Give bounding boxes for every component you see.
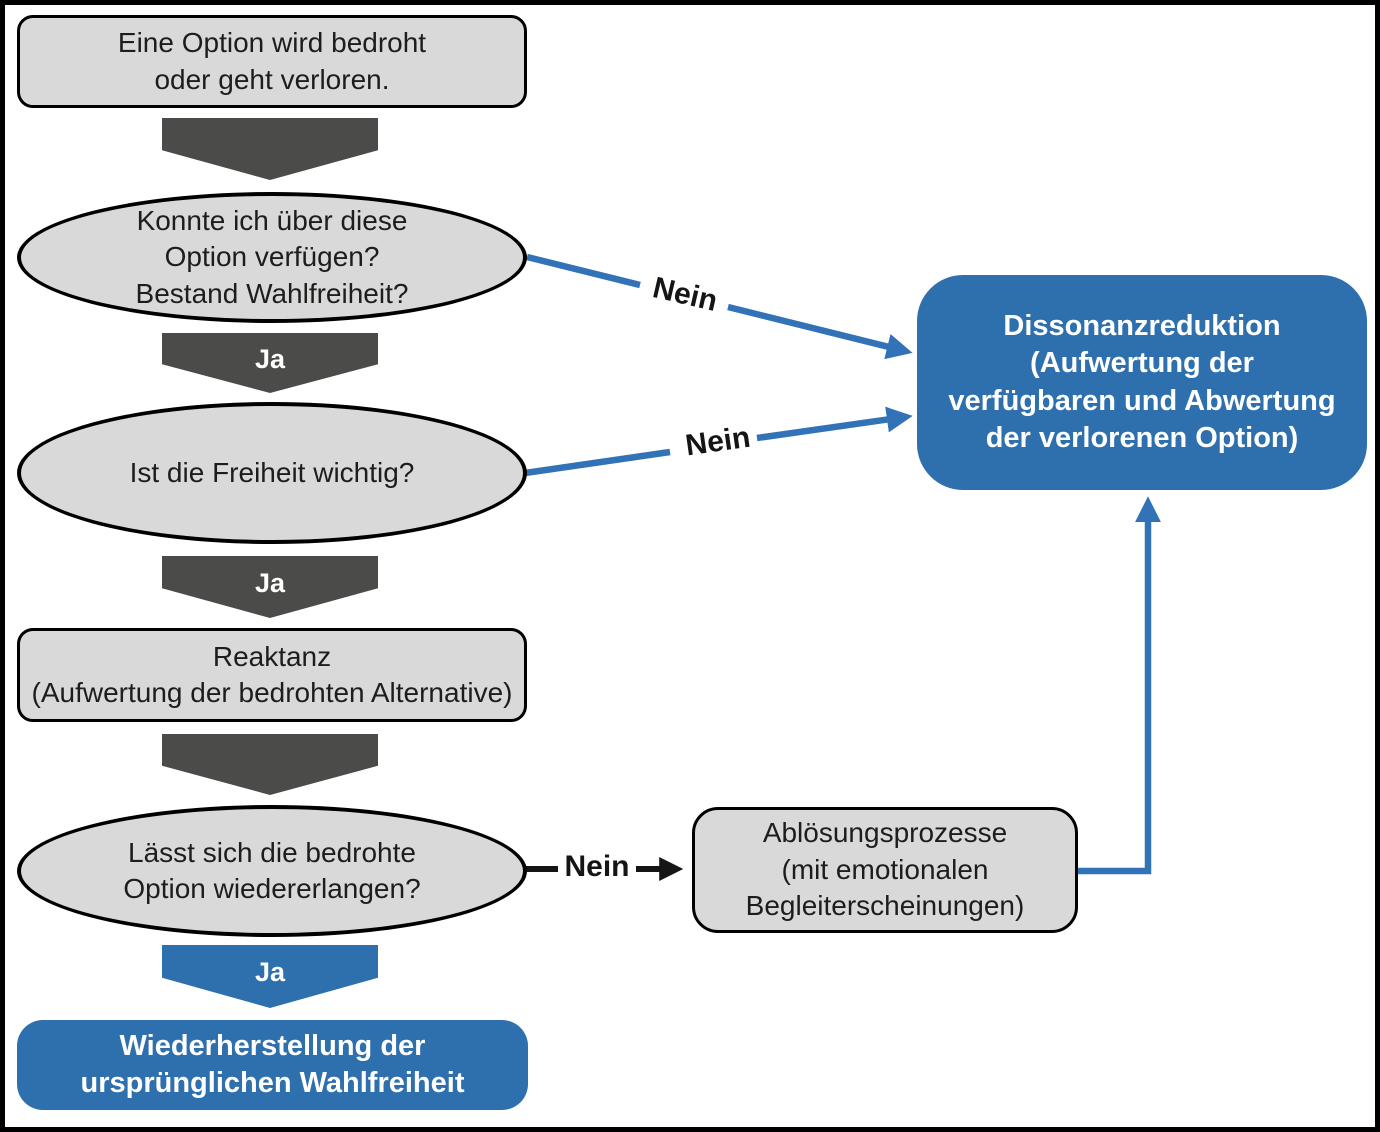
node-dissonanzreduktion: Dissonanzreduktion (Aufwertung der verfü… — [917, 275, 1367, 490]
node-wiederherstellung-line: ursprünglichen Wahlfreiheit — [80, 1067, 465, 1099]
connector-abloesung-to-dissonanz — [1078, 496, 1161, 875]
node-start-line: Eine Option wird bedroht — [117, 27, 427, 59]
node-question-option-available: Konnte ich über diese Option verfügen? B… — [17, 192, 527, 323]
question-line: Option verfügen? — [164, 241, 380, 273]
node-wiederherstellung-line: Wiederherstellung der — [119, 1029, 426, 1062]
connector-nein-q2-to-dissonanz-seg2 — [756, 406, 913, 442]
flow-arrow-down-ja-3: Ja — [162, 945, 378, 1008]
node-reaktanz: Reaktanz (Aufwertung der bedrohten Alter… — [17, 628, 527, 722]
node-question-freedom-important: Ist die Freiheit wichtig? — [17, 402, 527, 544]
node-dissonanzreduktion-line: Dissonanzreduktion — [1003, 310, 1281, 343]
question-line: Ist die Freiheit wichtig? — [129, 456, 415, 488]
node-question-option-regain: Lässt sich die bedrohte Option wiedererl… — [17, 805, 527, 937]
node-dissonanzreduktion-line: verfügbaren und Abwertung — [948, 384, 1336, 417]
question-line: Lässt sich die bedrohte — [128, 836, 416, 868]
node-wiederherstellung: Wiederherstellung der ursprünglichen Wah… — [17, 1020, 528, 1110]
node-start: Eine Option wird bedroht oder geht verlo… — [17, 15, 527, 108]
node-abloesungsprozesse-line: Begleiterscheinungen) — [745, 890, 1025, 922]
node-start-line: oder geht verloren. — [154, 63, 390, 95]
connector-nein-q1-to-dissonanz-seg2 — [727, 303, 913, 360]
connector-nein-q1-to-dissonanz-seg1 — [526, 253, 641, 289]
node-abloesungsprozesse: Ablösungsprozesse (mit emotionalen Begle… — [692, 807, 1078, 933]
node-abloesungsprozesse-line: Ablösungsprozesse — [762, 817, 1008, 849]
connector-nein-q2-to-dissonanz-seg1 — [524, 448, 671, 477]
question-line: Bestand Wahlfreiheit? — [135, 277, 409, 309]
node-dissonanzreduktion-line: (Aufwertung der — [1030, 347, 1254, 380]
node-reaktanz-line: Reaktanz — [212, 640, 332, 672]
question-line: Option wiedererlangen? — [123, 873, 421, 904]
node-dissonanzreduktion-line: der verlorenen Option) — [985, 421, 1299, 454]
ja-label: Ja — [254, 957, 286, 987]
question-line: Konnte ich über diese — [136, 204, 408, 236]
nein-label-3: Nein — [564, 850, 630, 883]
ja-label: Ja — [254, 567, 286, 598]
node-abloesungsprozesse-line: (mit emotionalen — [781, 853, 989, 885]
node-reaktanz-line: (Aufwertung der bedrohten Alternative) — [31, 677, 513, 708]
ja-label: Ja — [254, 343, 286, 374]
